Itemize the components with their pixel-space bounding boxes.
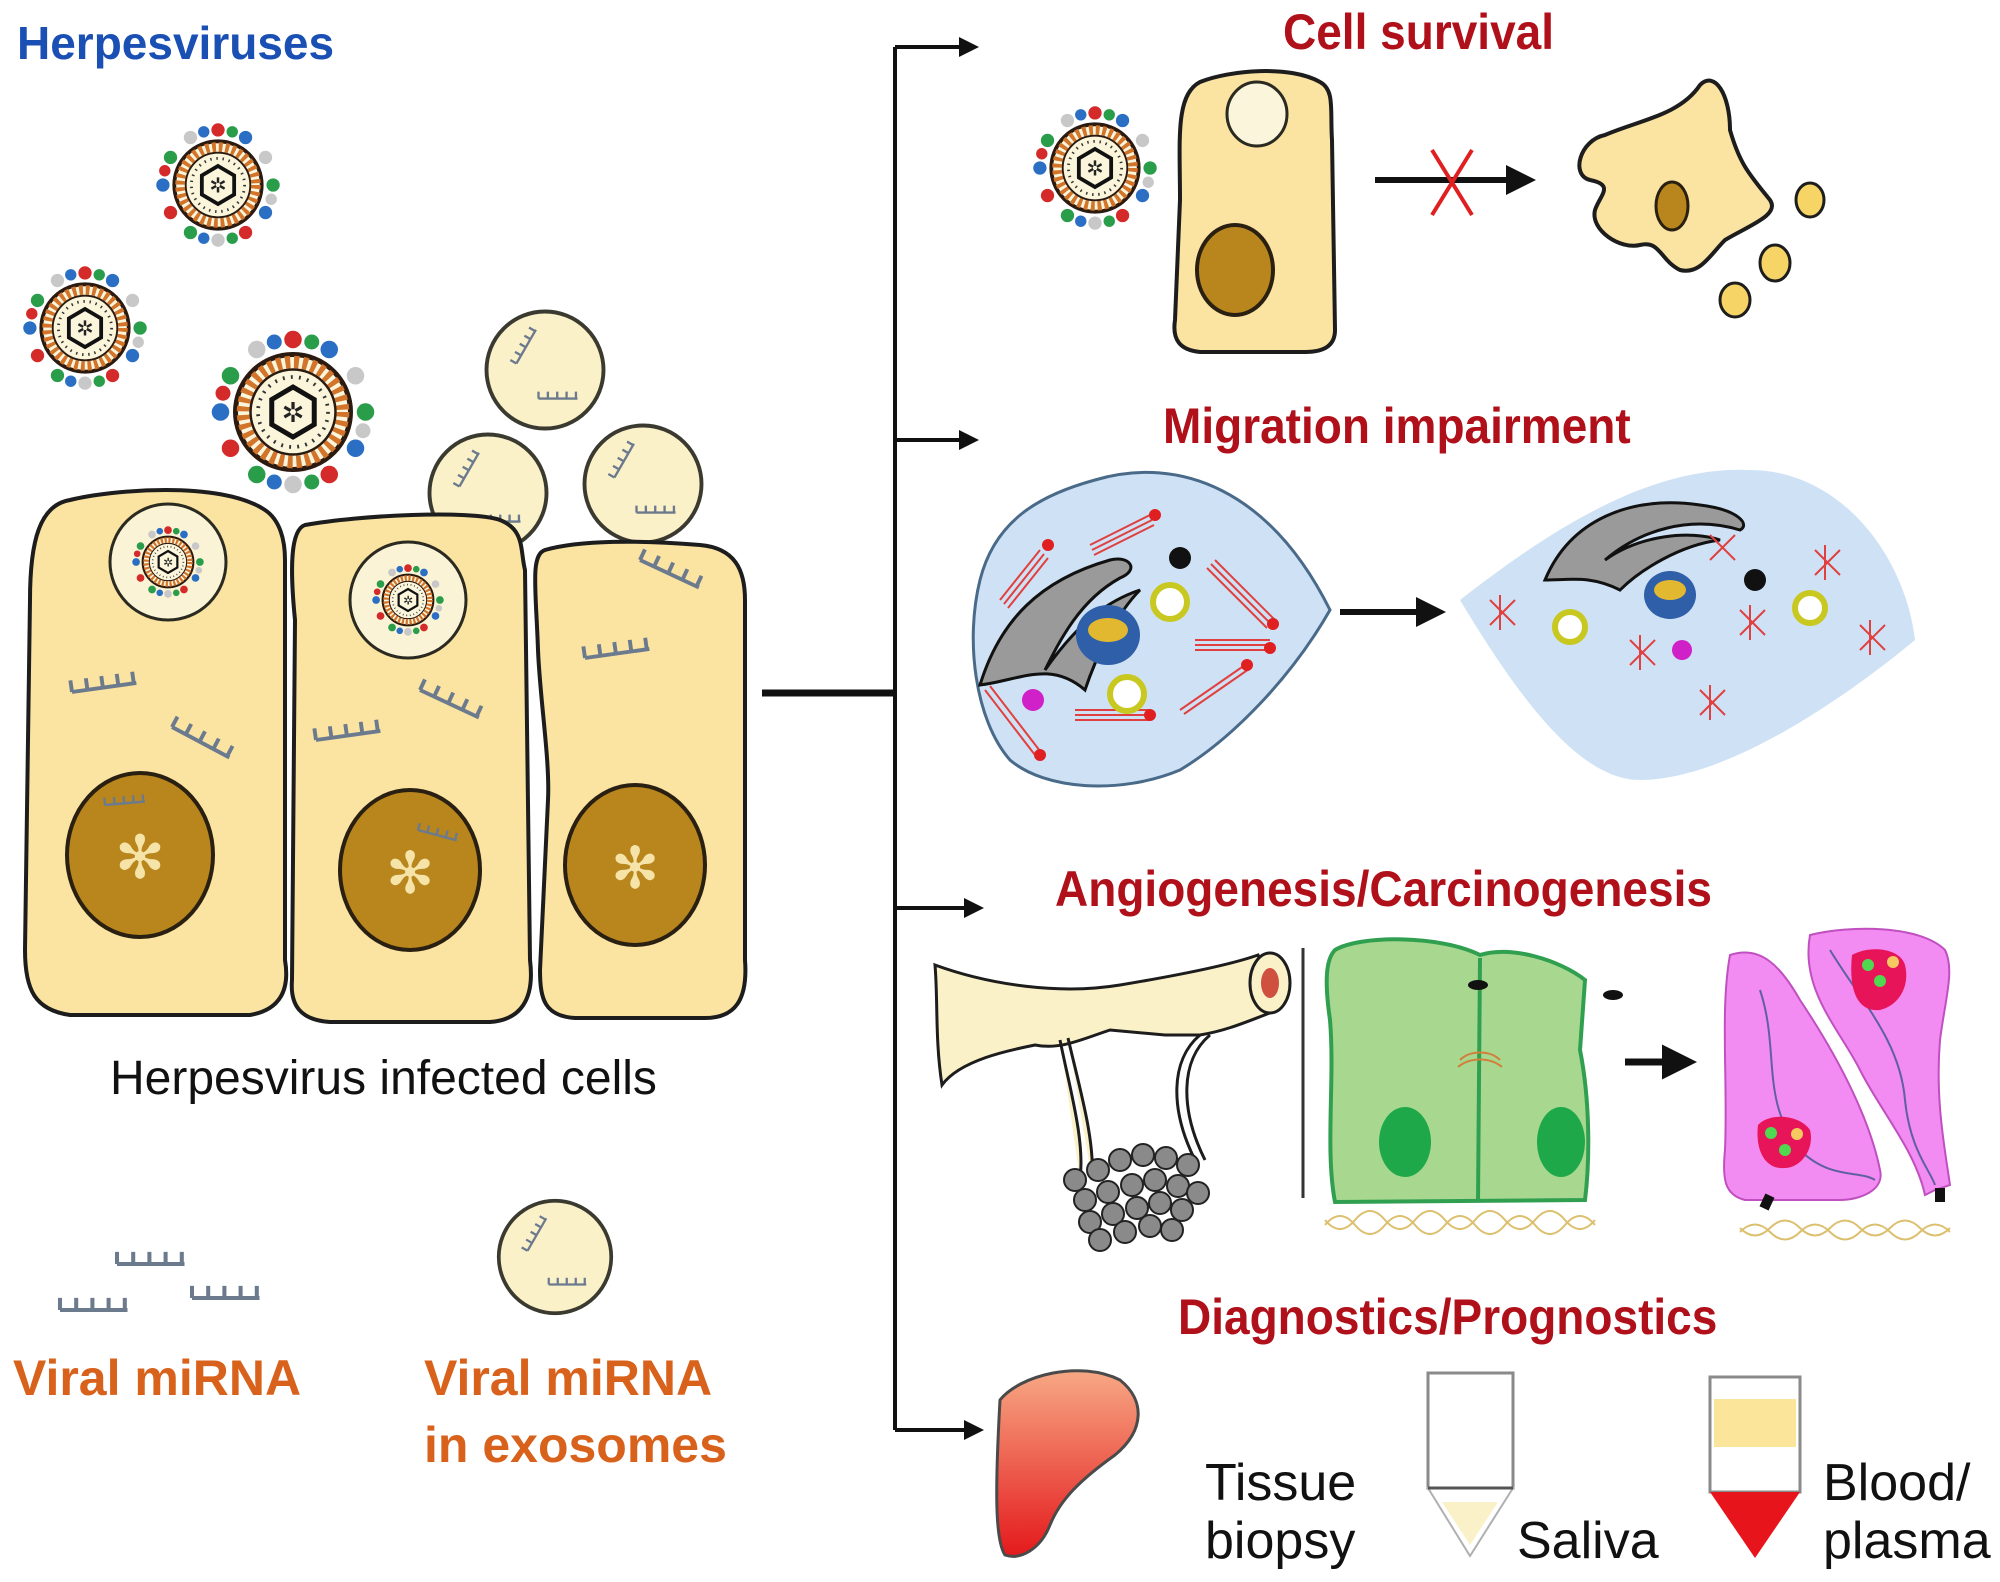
viral-mirna-icon bbox=[60, 1252, 260, 1310]
outcome-title-diagnostics: Diagnostics/Prognostics bbox=[1178, 1289, 1718, 1345]
disrupted-filaments bbox=[1489, 534, 1886, 720]
outcome-title-migration: Migration impairment bbox=[1163, 398, 1631, 454]
infected-cell-2: ✻ bbox=[289, 512, 533, 1024]
sample-blood-line1: Blood/ bbox=[1823, 1454, 1971, 1512]
exosome-released-1 bbox=[487, 312, 604, 429]
infected-cells-caption: Herpesvirus infected cells bbox=[110, 1052, 657, 1105]
outcome-title-cell-survival: Cell survival bbox=[1283, 4, 1555, 60]
virion-free-2 bbox=[23, 266, 147, 390]
migration-illustration bbox=[971, 469, 1915, 788]
branch-connector bbox=[762, 37, 984, 1440]
sample-blood-line2: plasma bbox=[1823, 1512, 1991, 1570]
exosome-legend-icon bbox=[499, 1201, 612, 1314]
angiogenesis-illustration bbox=[933, 927, 1952, 1252]
sample-tissue-line1: Tissue bbox=[1205, 1454, 1357, 1512]
virion-budding bbox=[212, 331, 375, 494]
saliva-tube-icon bbox=[1426, 1371, 1515, 1558]
outcome-title-angiogenesis: Angiogenesis/Carcinogenesis bbox=[1055, 861, 1712, 917]
diagnostics-illustration bbox=[995, 1369, 1802, 1558]
legend-viral-mirna: Viral miRNA bbox=[13, 1350, 302, 1406]
legend-viral-mirna-exosomes-line2: in exosomes bbox=[424, 1417, 727, 1473]
svg-text:✻: ✻ bbox=[386, 839, 435, 907]
infected-cell-3: ✻ bbox=[533, 539, 748, 1020]
infected-cell-1: ✻ bbox=[22, 488, 289, 1017]
herpesviruses-title: Herpesviruses bbox=[17, 17, 335, 69]
sample-saliva: Saliva bbox=[1517, 1512, 1659, 1570]
virion-free-1 bbox=[156, 123, 280, 247]
sample-tissue-line2: biopsy bbox=[1205, 1512, 1356, 1570]
svg-text:✻: ✻ bbox=[115, 823, 165, 893]
blood-tube-icon bbox=[1708, 1375, 1802, 1558]
exosome-released-3 bbox=[585, 426, 702, 543]
tissue-biopsy-icon bbox=[995, 1369, 1140, 1558]
svg-text:✻: ✻ bbox=[611, 834, 660, 902]
legend-viral-mirna-exosomes-line1: Viral miRNA bbox=[424, 1350, 713, 1406]
cell-survival-illustration bbox=[1033, 69, 1826, 354]
